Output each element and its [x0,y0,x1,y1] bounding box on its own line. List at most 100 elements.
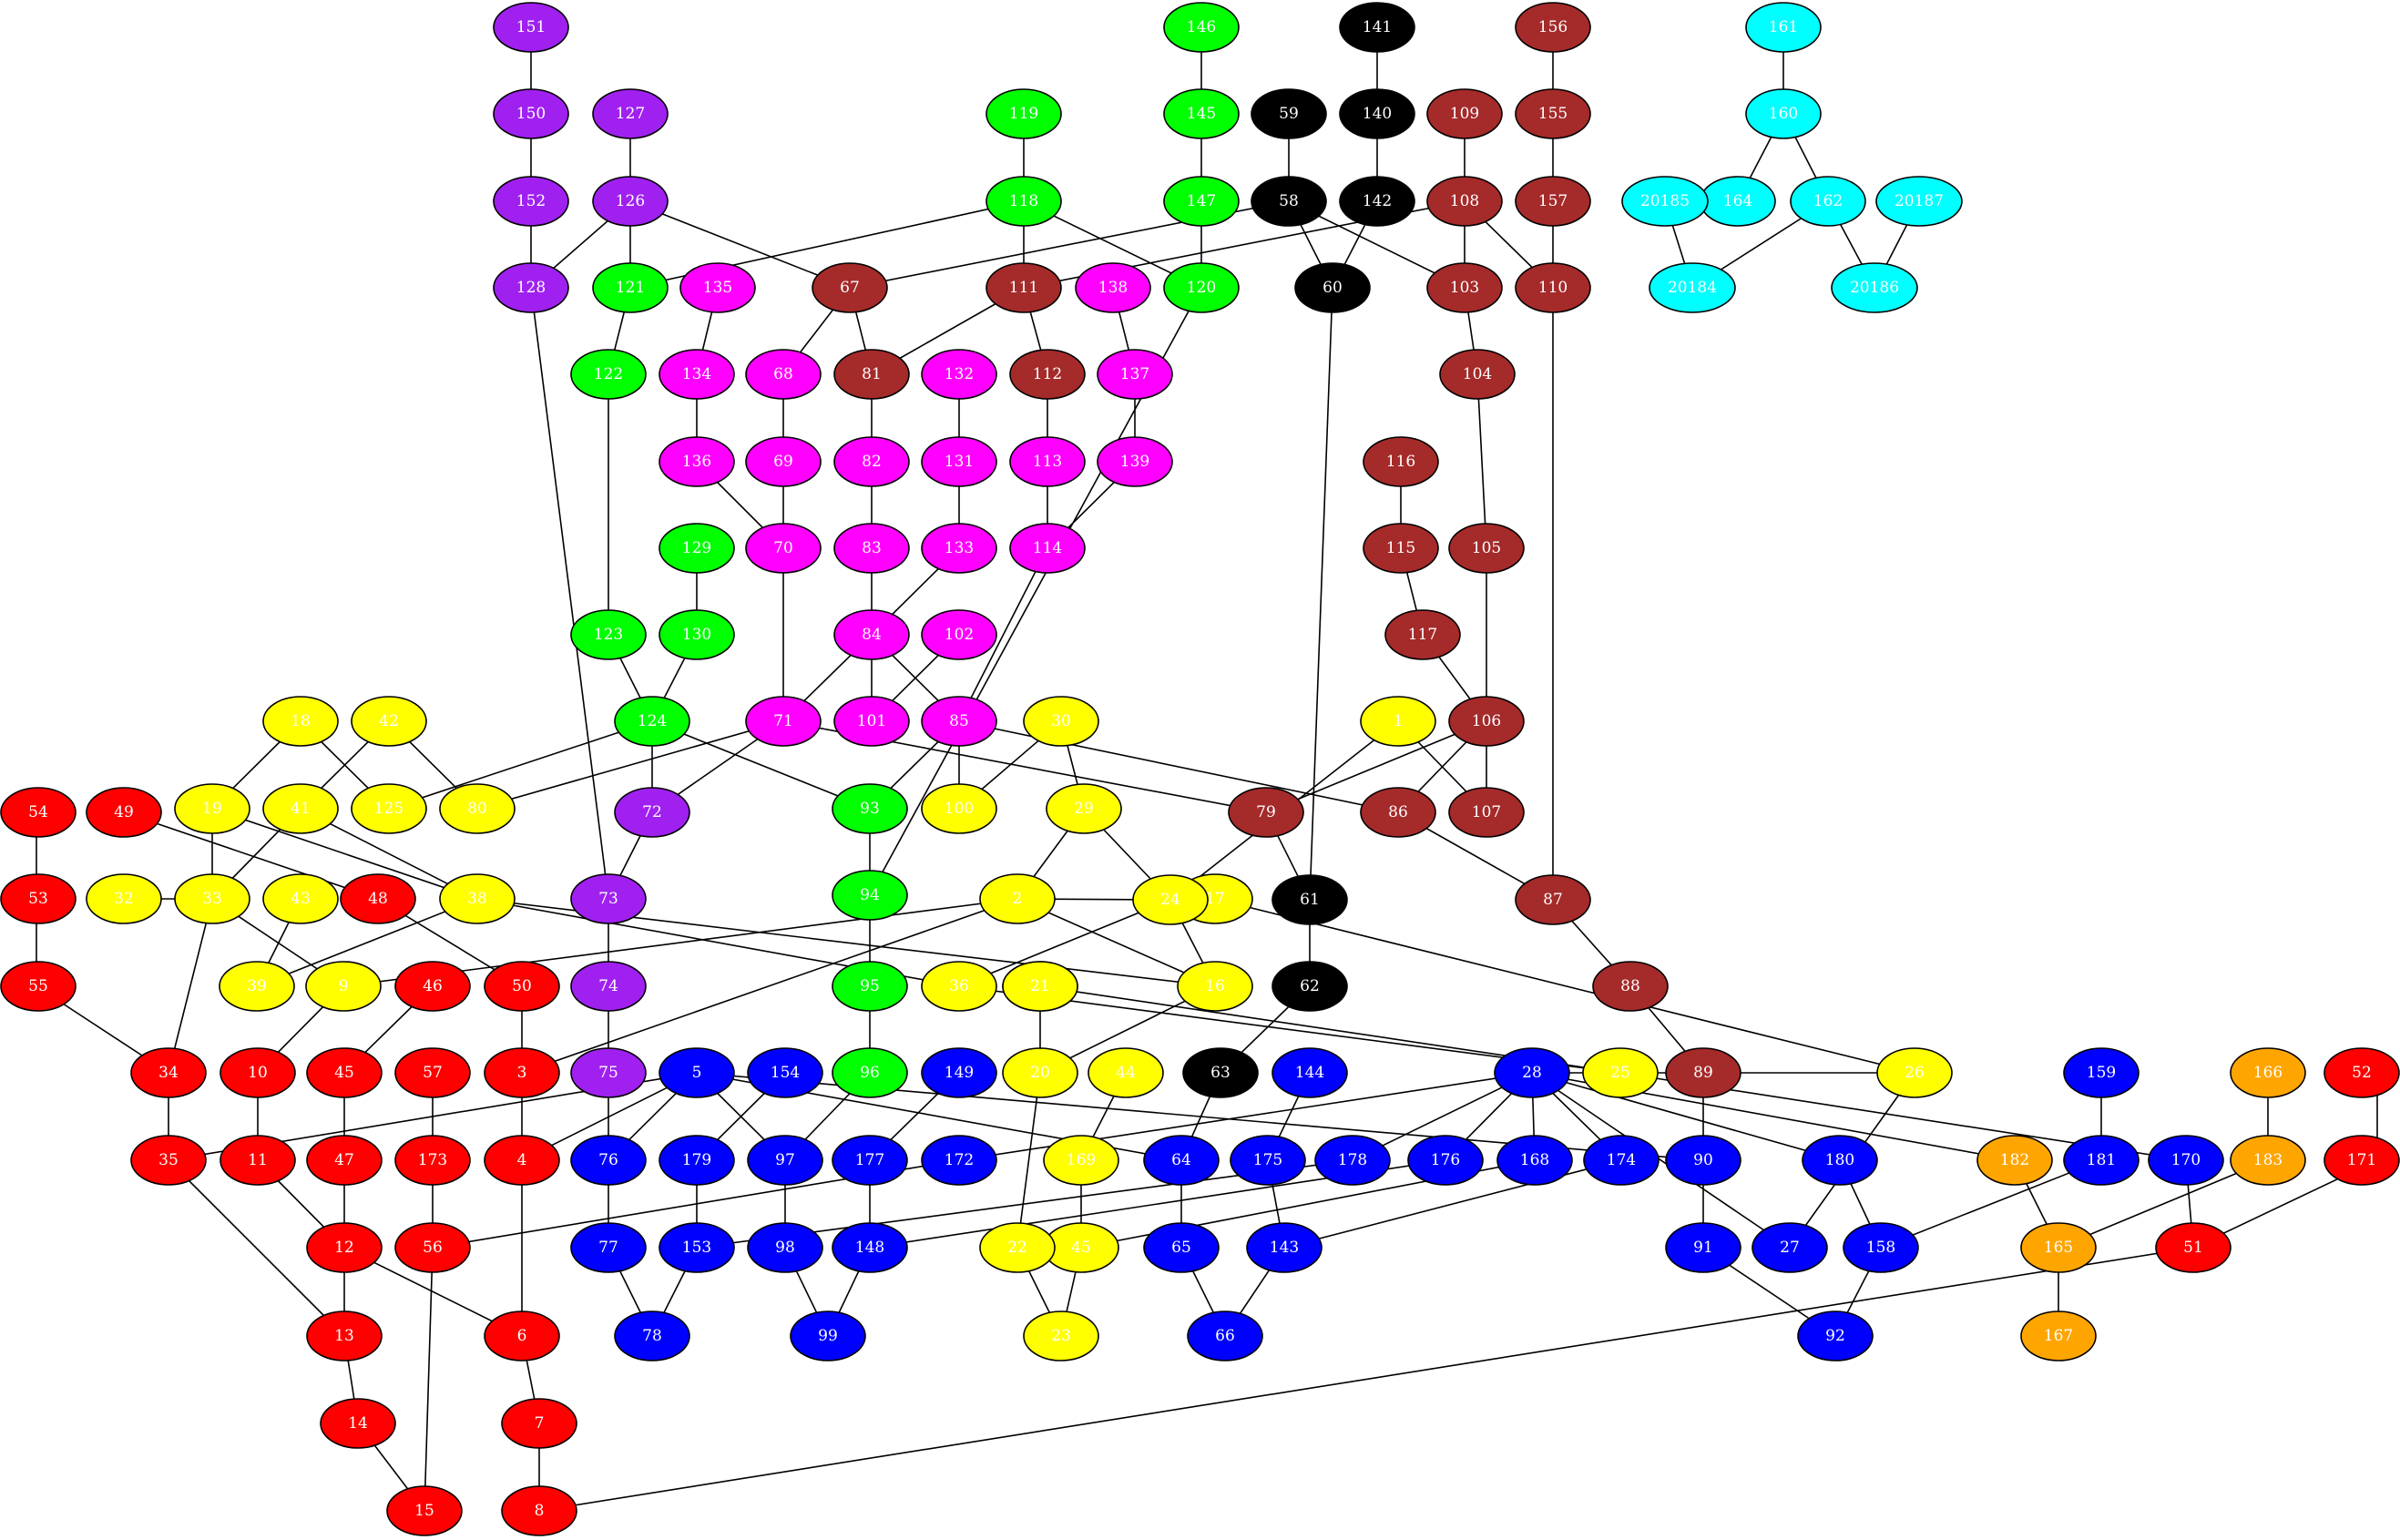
graph-node-162[interactable]: 162 [1790,176,1866,227]
graph-node-125[interactable]: 125 [351,783,427,834]
graph-node-50[interactable]: 50 [484,961,560,1012]
graph-node-62[interactable]: 62 [1271,961,1348,1012]
graph-node-65[interactable]: 65 [1143,1222,1220,1273]
graph-node-101[interactable]: 101 [833,696,910,747]
graph-node-38[interactable]: 38 [439,873,516,924]
graph-node-113[interactable]: 113 [1009,436,1086,487]
graph-node-34[interactable]: 34 [130,1047,207,1098]
graph-node-133[interactable]: 133 [921,523,997,574]
graph-node-33[interactable]: 33 [174,873,250,924]
graph-node-22[interactable]: 22 [979,1222,1056,1273]
graph-node-14[interactable]: 14 [320,1398,396,1449]
graph-node-88[interactable]: 88 [1592,961,1669,1012]
graph-node-83[interactable]: 83 [833,523,910,574]
graph-node-20186[interactable]: 20186 [1831,262,1918,313]
graph-node-124[interactable]: 124 [614,696,690,747]
graph-node-64[interactable]: 64 [1143,1135,1220,1186]
graph-node-159[interactable]: 159 [2063,1047,2140,1098]
graph-node-157[interactable]: 157 [1515,176,1591,227]
graph-node-55[interactable]: 55 [0,961,77,1012]
graph-node-15[interactable]: 15 [386,1485,463,1536]
graph-node-148[interactable]: 148 [832,1222,908,1273]
graph-node-51[interactable]: 51 [2155,1222,2231,1273]
graph-node-169[interactable]: 169 [1043,1135,1119,1186]
graph-node-7[interactable]: 7 [501,1398,577,1449]
graph-node-109[interactable]: 109 [1426,88,1503,139]
graph-node-145[interactable]: 145 [1163,88,1240,139]
graph-node-118[interactable]: 118 [986,176,1062,227]
graph-node-84[interactable]: 84 [833,609,910,660]
graph-node-27[interactable]: 27 [1751,1222,1828,1273]
graph-node-36[interactable]: 36 [921,961,997,1012]
graph-node-100[interactable]: 100 [921,783,997,834]
graph-node-143[interactable]: 143 [1246,1222,1323,1273]
graph-node-174[interactable]: 174 [1583,1135,1660,1186]
graph-node-86[interactable]: 86 [1360,787,1436,838]
graph-node-128[interactable]: 128 [493,262,569,313]
graph-node-141[interactable]: 141 [1339,2,1415,53]
graph-node-176[interactable]: 176 [1407,1135,1484,1186]
graph-node-95[interactable]: 95 [832,961,908,1012]
graph-node-158[interactable]: 158 [1843,1222,1919,1273]
graph-node-171[interactable]: 171 [2323,1135,2400,1186]
graph-node-70[interactable]: 70 [745,523,822,574]
graph-node-165[interactable]: 165 [2020,1222,2097,1273]
graph-node-78[interactable]: 78 [614,1311,690,1362]
graph-node-32[interactable]: 32 [86,873,162,924]
graph-node-183[interactable]: 183 [2230,1135,2306,1186]
graph-node-134[interactable]: 134 [659,349,735,400]
graph-node-135[interactable]: 135 [679,262,756,313]
graph-node-60[interactable]: 60 [1294,262,1371,313]
graph-node-12[interactable]: 12 [306,1222,383,1273]
graph-node-24[interactable]: 24 [1132,874,1209,925]
graph-node-132[interactable]: 132 [921,349,997,400]
graph-node-53[interactable]: 53 [0,873,77,924]
graph-node-25[interactable]: 25 [1582,1047,1659,1098]
graph-node-29[interactable]: 29 [1046,783,1122,834]
graph-node-59[interactable]: 59 [1251,88,1327,139]
graph-node-35[interactable]: 35 [130,1135,207,1186]
graph-node-46[interactable]: 46 [394,961,471,1012]
graph-node-43[interactable]: 43 [262,873,339,924]
graph-node-77[interactable]: 77 [570,1222,647,1273]
graph-node-8[interactable]: 8 [501,1485,577,1536]
graph-node-18[interactable]: 18 [262,696,339,747]
graph-node-129[interactable]: 129 [659,523,735,574]
graph-node-180[interactable]: 180 [1802,1135,1878,1186]
graph-node-175[interactable]: 175 [1230,1135,1306,1186]
graph-node-82[interactable]: 82 [833,436,910,487]
graph-node-99[interactable]: 99 [790,1311,866,1362]
graph-node-44[interactable]: 44 [1088,1047,1164,1098]
graph-node-120[interactable]: 120 [1163,262,1240,313]
graph-node-52[interactable]: 52 [2323,1047,2400,1098]
graph-node-168[interactable]: 168 [1496,1135,1573,1186]
graph-node-56[interactable]: 56 [394,1222,471,1273]
graph-node-181[interactable]: 181 [2063,1135,2140,1186]
graph-node-63[interactable]: 63 [1182,1047,1259,1098]
graph-node-155[interactable]: 155 [1515,88,1591,139]
graph-node-39[interactable]: 39 [219,961,295,1012]
graph-node-81[interactable]: 81 [833,349,910,400]
graph-node-122[interactable]: 122 [570,349,647,400]
graph-node-110[interactable]: 110 [1515,262,1591,313]
graph-node-75[interactable]: 75 [570,1047,647,1098]
graph-node-138[interactable]: 138 [1075,262,1151,313]
graph-node-90[interactable]: 90 [1665,1135,1741,1186]
graph-node-20[interactable]: 20 [1002,1047,1078,1098]
graph-node-57[interactable]: 57 [394,1047,471,1098]
graph-node-139[interactable]: 139 [1097,436,1173,487]
graph-node-5[interactable]: 5 [659,1047,735,1098]
graph-node-80[interactable]: 80 [439,783,516,834]
graph-node-182[interactable]: 182 [1976,1135,2053,1186]
graph-node-2[interactable]: 2 [979,873,1056,924]
graph-node-152[interactable]: 152 [493,176,569,227]
graph-node-23[interactable]: 23 [1023,1311,1099,1362]
graph-node-127[interactable]: 127 [592,88,669,139]
graph-node-20184[interactable]: 20184 [1649,262,1736,313]
graph-node-137[interactable]: 137 [1097,349,1173,400]
graph-node-172[interactable]: 172 [921,1135,997,1186]
graph-node-140[interactable]: 140 [1339,88,1415,139]
graph-node-102[interactable]: 102 [921,609,997,660]
graph-node-119[interactable]: 119 [986,88,1062,139]
graph-node-136[interactable]: 136 [659,436,735,487]
